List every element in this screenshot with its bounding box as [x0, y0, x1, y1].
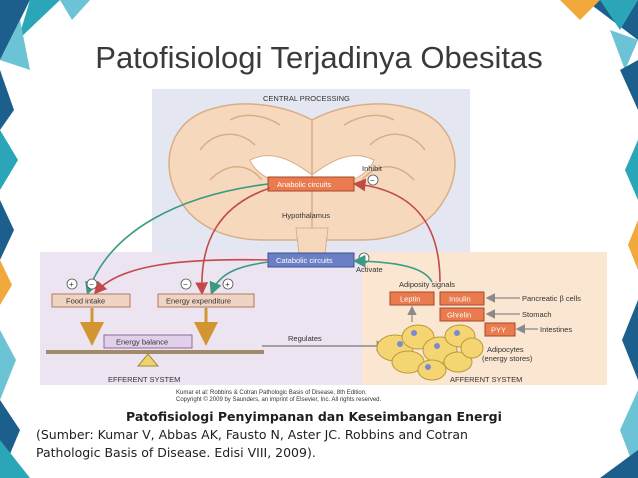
central-processing-label: CENTRAL PROCESSING [263, 94, 350, 103]
insulin-box [439, 291, 485, 306]
efferent-system-label: EFFERENT SYSTEM [108, 375, 180, 384]
slide-title: Patofisiologi Terjadinya Obesitas [95, 40, 543, 75]
figure-caption: Patofisiologi Penyimpanan dan Keseimbang… [36, 408, 636, 462]
arrow-catabolic-to-food [93, 258, 269, 295]
pyy-label: PYY [491, 326, 506, 335]
pyy-box [484, 322, 516, 337]
pancreatic-label: Pancreatic β cells [522, 294, 581, 303]
top-left-triangles [0, 0, 90, 190]
arrow-catabolic-to-expenditure [209, 261, 269, 295]
arrow-anabolic-to-food [85, 183, 269, 296]
inhibit-minus-text: − [370, 176, 375, 185]
stomach-label: Stomach [522, 310, 552, 319]
left-edge-triangles [0, 200, 30, 478]
credit-line-1: Kumar et al: Robbins & Cotran Pathologic… [176, 390, 367, 396]
hypothalamus-label: Hypothalamus [282, 211, 330, 220]
energy-expenditure-label: Energy expenditure [166, 297, 231, 306]
activate-label: Activate [356, 265, 383, 274]
anabolic-circuits-label: Anabolic circuits [277, 180, 331, 189]
leptin-label: Leptin [400, 295, 420, 304]
top-right-triangles [560, 0, 638, 110]
balance-fulcrum [136, 353, 160, 367]
caption-source-line-2: Pathologic Basis of Disease. Edisi VIII,… [36, 445, 316, 460]
leptin-box [389, 291, 435, 306]
right-edge-triangles [600, 140, 638, 478]
inhibit-minus-symbol [367, 174, 379, 186]
catabolic-circuits-label: Catabolic circuits [276, 256, 333, 265]
intestines-label: Intestines [540, 325, 572, 334]
energy-balance-box [103, 334, 193, 349]
insulin-label: Insulin [449, 295, 471, 304]
energy-stores-label: (energy stores) [482, 354, 533, 363]
ghrelin-box [439, 307, 485, 322]
regulates-label: Regulates [288, 334, 322, 343]
minus-symbol-1 [86, 278, 98, 290]
balance-beam [46, 350, 264, 354]
arrow-anabolic-to-expenditure [195, 187, 271, 296]
adiposity-signals-label: Adiposity signals [399, 280, 455, 289]
inhibit-label: Inhibit [362, 164, 383, 173]
food-intake-label: Food intake [66, 297, 105, 306]
credit-line-2: Copyright © 2009 by Saunders, an imprint… [176, 396, 382, 403]
bottom-band [40, 385, 607, 405]
caption-heading: Patofisiologi Penyimpanan dan Keseimbang… [126, 409, 502, 424]
food-intake-box [51, 293, 131, 308]
adipocytes-label: Adipocytes [487, 345, 524, 354]
plus-text-1: + [69, 280, 74, 289]
energy-expenditure-box [157, 293, 255, 308]
minus-symbol-2 [180, 278, 192, 290]
caption-source-line-1: (Sumber: Kumar V, Abbas AK, Fausto N, As… [36, 427, 468, 442]
plus-text-2: + [225, 280, 230, 289]
minus-text-1: − [89, 280, 94, 289]
minus-text-2: − [183, 280, 188, 289]
ghrelin-label: Ghrelin [447, 311, 471, 320]
energy-balance-label: Energy balance [116, 338, 168, 347]
plus-symbol-2 [222, 278, 234, 290]
adipocyte-cluster [376, 324, 484, 381]
plus-symbol-1 [66, 278, 78, 290]
afferent-system-label: AFFERENT SYSTEM [450, 375, 522, 384]
arrow-adiposity-to-anabolic [352, 178, 441, 283]
arrow-adiposity-to-catabolic [352, 254, 433, 283]
